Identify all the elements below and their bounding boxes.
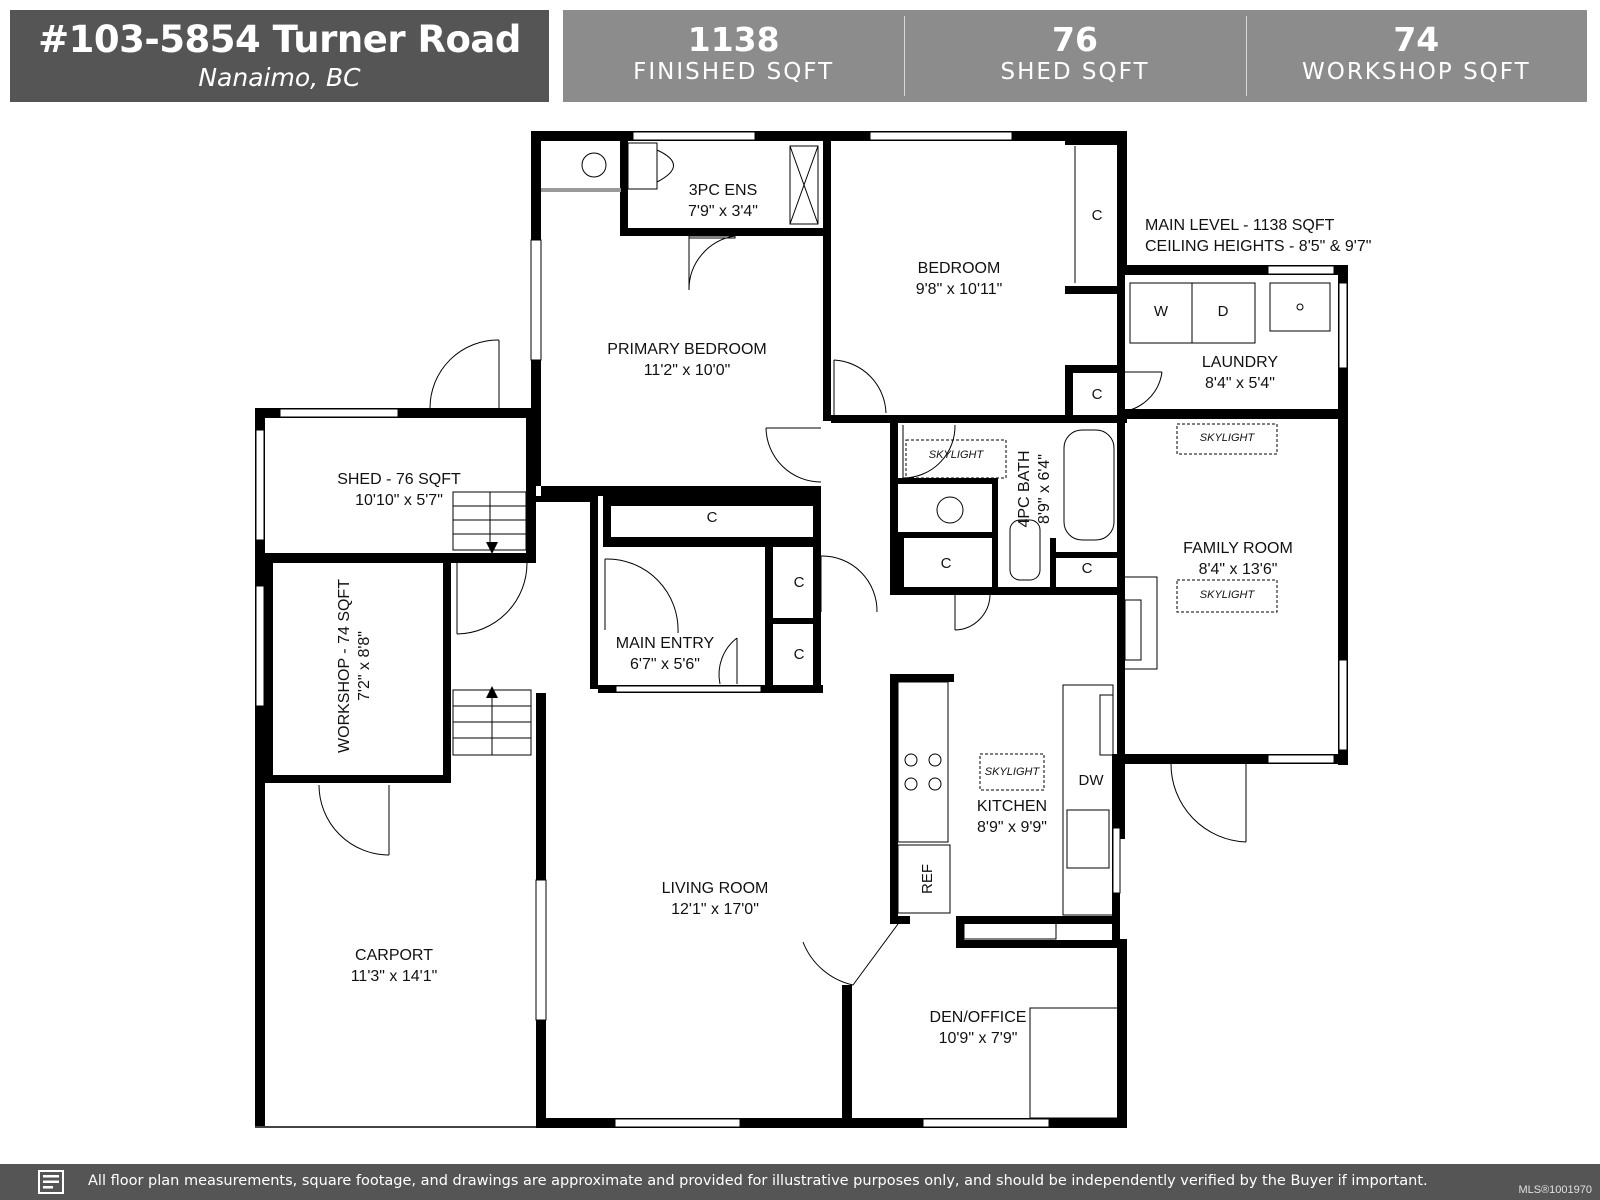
living-dims: 12'1" x 17'0" [671, 901, 759, 918]
closet-label: C [941, 555, 952, 572]
shed-dims: 10'10" x 5'7" [355, 492, 443, 509]
bedroom-name: BEDROOM [918, 260, 1001, 277]
level-line1: MAIN LEVEL - 1138 SQFT [1145, 217, 1335, 234]
disclaimer-bar: All floor plan measurements, square foot… [0, 1164, 1600, 1200]
skylight-label: SKYLIGHT [985, 766, 1041, 778]
shed-name: SHED - 76 SQFT [337, 471, 461, 488]
entry-name: MAIN ENTRY [616, 635, 715, 652]
carport-dims: 11'3" x 14'1" [351, 968, 438, 985]
stat-finished: 1138 FINISHED SQFT [563, 10, 904, 102]
primary-dims: 11'2" x 10'0" [644, 362, 731, 379]
workshop-dims: 7'2" x 8'8" [356, 631, 373, 701]
stat-value: 1138 [687, 20, 780, 59]
laundry-dims: 8'4" x 5'4" [1205, 375, 1275, 392]
stat-value: 74 [1393, 20, 1440, 59]
bath4-name: 4PC BATH [1016, 450, 1033, 527]
skylight-label: SKYLIGHT [1200, 589, 1256, 601]
skylight-label: SKYLIGHT [929, 449, 985, 461]
bedroom-dims: 9'8" x 10'11" [916, 281, 1003, 298]
stat-workshop: 74 WORKSHOP SQFT [1245, 10, 1587, 102]
level-line2: CEILING HEIGHTS - 8'5" & 9'7" [1145, 238, 1371, 255]
document-icon [38, 1170, 64, 1194]
kitchen-name: KITCHEN [977, 798, 1047, 815]
fixtures [452, 142, 1331, 1119]
dishwasher-label: DW [1079, 772, 1105, 789]
closet-label: C [1092, 386, 1103, 403]
den-dims: 10'9" x 7'9" [939, 1030, 1018, 1047]
fridge-label: REF [919, 864, 936, 894]
mls-number: MLS®1001970 [1518, 1184, 1592, 1196]
doors [318, 235, 1247, 986]
closet-label: C [1092, 207, 1103, 224]
ensuite-dims: 7'9" x 3'4" [688, 203, 758, 220]
address-panel: #103-5854 Turner Road Nanaimo, BC [10, 10, 549, 102]
dryer-label: D [1218, 303, 1229, 320]
stat-label: SHED SQFT [1000, 59, 1150, 85]
ensuite-name: 3PC ENS [689, 182, 757, 199]
floor-plan: 3PC ENS 7'9" x 3'4" BEDROOM 9'8" x 10'11… [255, 131, 1371, 1128]
disclaimer-text: All floor plan measurements, square foot… [88, 1173, 1428, 1189]
city-subtitle: Nanaimo, BC [198, 63, 361, 92]
bath4-dims: 8'9" x 6'4" [1036, 454, 1053, 524]
closet-label: C [794, 646, 805, 663]
laundry-name: LAUNDRY [1202, 354, 1279, 371]
stat-value: 76 [1052, 20, 1098, 59]
entry-dims: 6'7" x 5'6" [630, 656, 700, 673]
primary-name: PRIMARY BEDROOM [607, 341, 766, 358]
closet-label: C [1082, 560, 1093, 577]
family-name: FAMILY ROOM [1183, 540, 1293, 557]
den-name: DEN/OFFICE [930, 1009, 1027, 1026]
kitchen-dims: 8'9" x 9'9" [977, 819, 1047, 836]
skylight-label: SKYLIGHT [1200, 432, 1256, 444]
room-labels: 3PC ENS 7'9" x 3'4" BEDROOM 9'8" x 10'11… [336, 182, 1371, 1047]
arrows [486, 542, 498, 698]
closet-label: C [794, 574, 805, 591]
living-name: LIVING ROOM [662, 880, 769, 897]
stat-label: WORKSHOP SQFT [1301, 59, 1531, 85]
stat-label: FINISHED SQFT [633, 59, 835, 85]
stats-panel: 1138 FINISHED SQFT 76 SHED SQFT 74 WORKS… [563, 10, 1587, 102]
carport-name: CARPORT [355, 947, 433, 964]
stat-shed: 76 SHED SQFT [904, 10, 1245, 102]
workshop-name: WORKSHOP - 74 SQFT [336, 579, 353, 753]
fixture-labels: C C C C C C C W D DW REF SKYLIGHT SKYLIG… [707, 207, 1256, 894]
address-title: #103-5854 Turner Road [38, 18, 521, 61]
family-dims: 8'4" x 13'6" [1199, 561, 1278, 578]
washer-label: W [1154, 303, 1169, 320]
windows [255, 131, 1348, 1128]
closet-label: C [707, 509, 718, 526]
